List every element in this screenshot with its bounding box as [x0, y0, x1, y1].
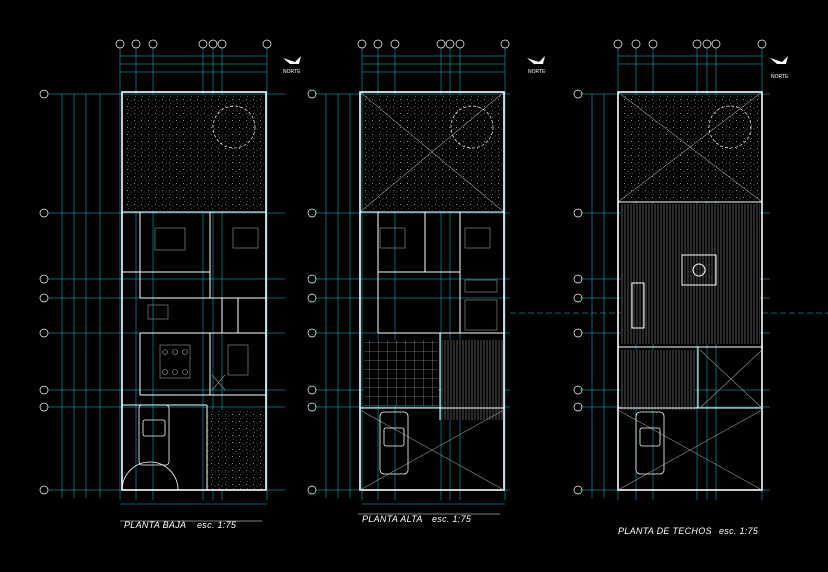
- plan-scale-planta-baja: esc. 1:75: [197, 520, 237, 530]
- roof-main: [621, 204, 760, 344]
- car-outline: [635, 411, 665, 475]
- garden-back: [363, 95, 502, 211]
- north-arrow: [283, 56, 301, 64]
- axis-bubbles-left: [39, 89, 49, 495]
- furniture: [359, 227, 505, 491]
- exterior-walls: [617, 91, 763, 491]
- north-label: NORTE: [528, 69, 546, 75]
- dimension-lines: [325, 55, 505, 505]
- roof-slope-lines: [617, 349, 763, 491]
- axis-bubbles-top: [613, 39, 767, 49]
- dimension-lines: [591, 55, 762, 498]
- roof-edges: [618, 201, 762, 409]
- terrace-tile: [364, 340, 438, 406]
- plan-planta-techos: NORTE PLANTA DE TECHOS esc. 1:75: [573, 39, 789, 536]
- tree-symbol: [450, 105, 494, 149]
- tree-symbol: [212, 105, 256, 149]
- plan-planta-baja: NORTE PLANTA BAJA esc. 1:75: [39, 39, 301, 530]
- axis-bubbles-left: [573, 89, 583, 495]
- garden-back: [621, 95, 760, 201]
- plan-planta-alta: NORTE PLANTA ALTA esc. 1:75: [307, 39, 828, 524]
- car-outline: [379, 411, 409, 475]
- dimension-lines: [61, 55, 267, 505]
- axis-bubbles-top: [357, 39, 510, 49]
- exterior-walls: [121, 91, 267, 491]
- plan-title-planta-baja: PLANTA BAJA: [124, 520, 186, 530]
- roof-slope: [442, 340, 504, 420]
- plan-scale-planta-alta: esc. 1:75: [432, 514, 472, 524]
- axis-bubbles-left: [307, 89, 317, 495]
- car-garage: [121, 404, 179, 491]
- furniture: [147, 227, 259, 391]
- garden-front: [207, 410, 264, 490]
- garden-back: [125, 95, 264, 211]
- north-label: NORTE: [771, 74, 789, 80]
- tree-symbol: [708, 105, 752, 149]
- interior-walls: [360, 211, 504, 420]
- north-arrow: [527, 56, 545, 64]
- exterior-walls: [359, 91, 505, 491]
- plan-title-planta-alta: PLANTA ALTA: [362, 514, 423, 524]
- plan-scale-planta-techos: esc. 1:75: [719, 526, 759, 536]
- interior-walls: [122, 211, 266, 490]
- axis-bubbles-top: [115, 39, 272, 49]
- north-arrow: [770, 56, 788, 64]
- north-label: NORTE: [283, 69, 301, 75]
- roof-lower: [621, 350, 695, 410]
- plan-title-planta-techos: PLANTA DE TECHOS: [618, 526, 712, 536]
